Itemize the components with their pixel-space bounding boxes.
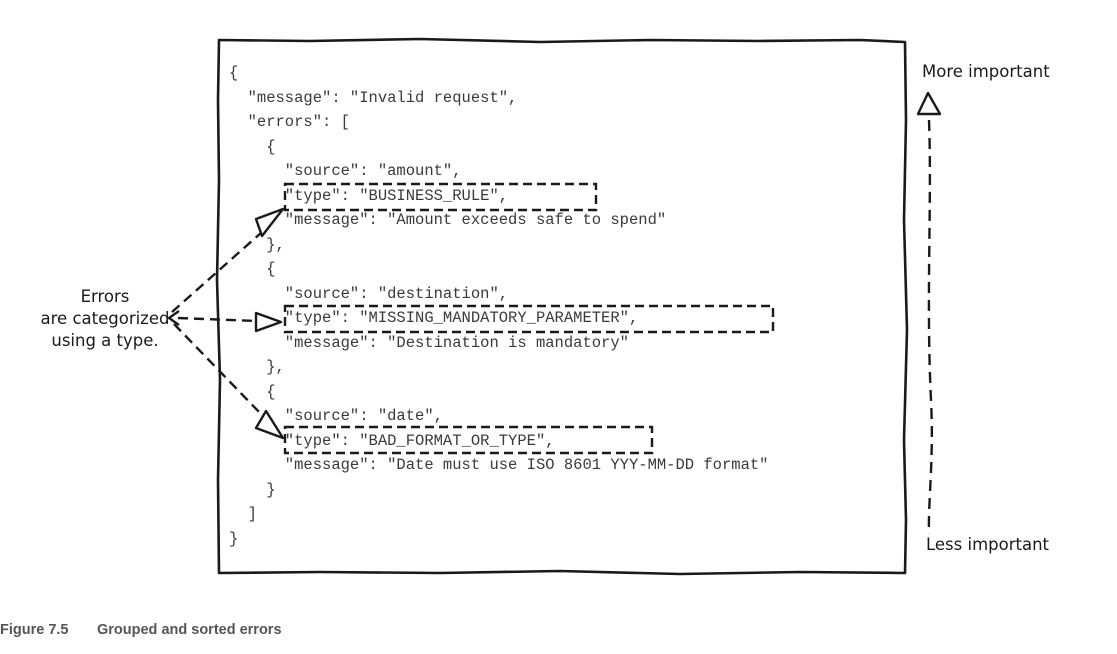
code-line: "errors": [ bbox=[229, 113, 350, 131]
callout-line-middle bbox=[177, 316, 257, 323]
code-line: } bbox=[229, 480, 276, 499]
code-line: "message": "Destination is mandatory" bbox=[229, 333, 629, 352]
scale-label-more-important: More important bbox=[922, 62, 1050, 81]
type-highlight-box-3 bbox=[283, 425, 654, 455]
figure-title: Grouped and sorted errors bbox=[97, 622, 282, 638]
code-line: "source": "date", bbox=[229, 407, 443, 425]
code-frame bbox=[215, 37, 909, 576]
importance-arrowhead bbox=[916, 91, 942, 116]
scale-label-less-important: Less important bbox=[926, 535, 1050, 554]
annotation-line: using a type. bbox=[51, 331, 159, 350]
annotation-line: Errors bbox=[80, 287, 130, 306]
type-highlight-box-2 bbox=[283, 304, 775, 334]
code-line: ] bbox=[229, 505, 257, 523]
code-line: "message": "Date must use ISO 8601 YYY-M… bbox=[229, 456, 769, 474]
annotation-line: are categorized bbox=[40, 309, 170, 328]
json-code-block: { "message": "Invalid request", "errors"… bbox=[229, 61, 769, 551]
code-line: "type": "MISSING_MANDATORY_PARAMETER", bbox=[229, 309, 639, 327]
code-line: "message": "Invalid request", bbox=[229, 88, 518, 107]
code-line: { bbox=[229, 64, 239, 82]
arrowhead-lower bbox=[254, 409, 285, 440]
type-highlight-box-1 bbox=[283, 182, 598, 212]
code-line: } bbox=[229, 529, 239, 548]
code-line: "type": "BAD_FORMAT_OR_TYPE", bbox=[229, 431, 555, 450]
callout-line-upper bbox=[171, 231, 263, 313]
code-line: { bbox=[229, 137, 276, 156]
code-line: }, bbox=[229, 235, 285, 254]
callout-source-arrowhead bbox=[167, 310, 180, 326]
callout-line-lower bbox=[173, 323, 262, 415]
code-line: { bbox=[229, 382, 276, 401]
code-line: "source": "amount", bbox=[229, 162, 462, 180]
code-line: "source": "destination", bbox=[229, 284, 509, 303]
code-line: "message": "Amount exceeds safe to spend… bbox=[229, 211, 667, 229]
figure-number: Figure 7.5 bbox=[0, 622, 69, 638]
arrowhead-middle bbox=[254, 311, 283, 333]
code-line: { bbox=[229, 260, 276, 278]
code-line: }, bbox=[229, 358, 285, 376]
arrowhead-upper bbox=[254, 207, 285, 238]
annotation-errors-categorized: Errors are categorized using a type. bbox=[40, 286, 170, 352]
code-line: "type": "BUSINESS_RULE", bbox=[229, 186, 509, 205]
importance-scale-line bbox=[927, 119, 934, 535]
figure-caption: Figure 7.5 Grouped and sorted errors bbox=[0, 622, 282, 638]
